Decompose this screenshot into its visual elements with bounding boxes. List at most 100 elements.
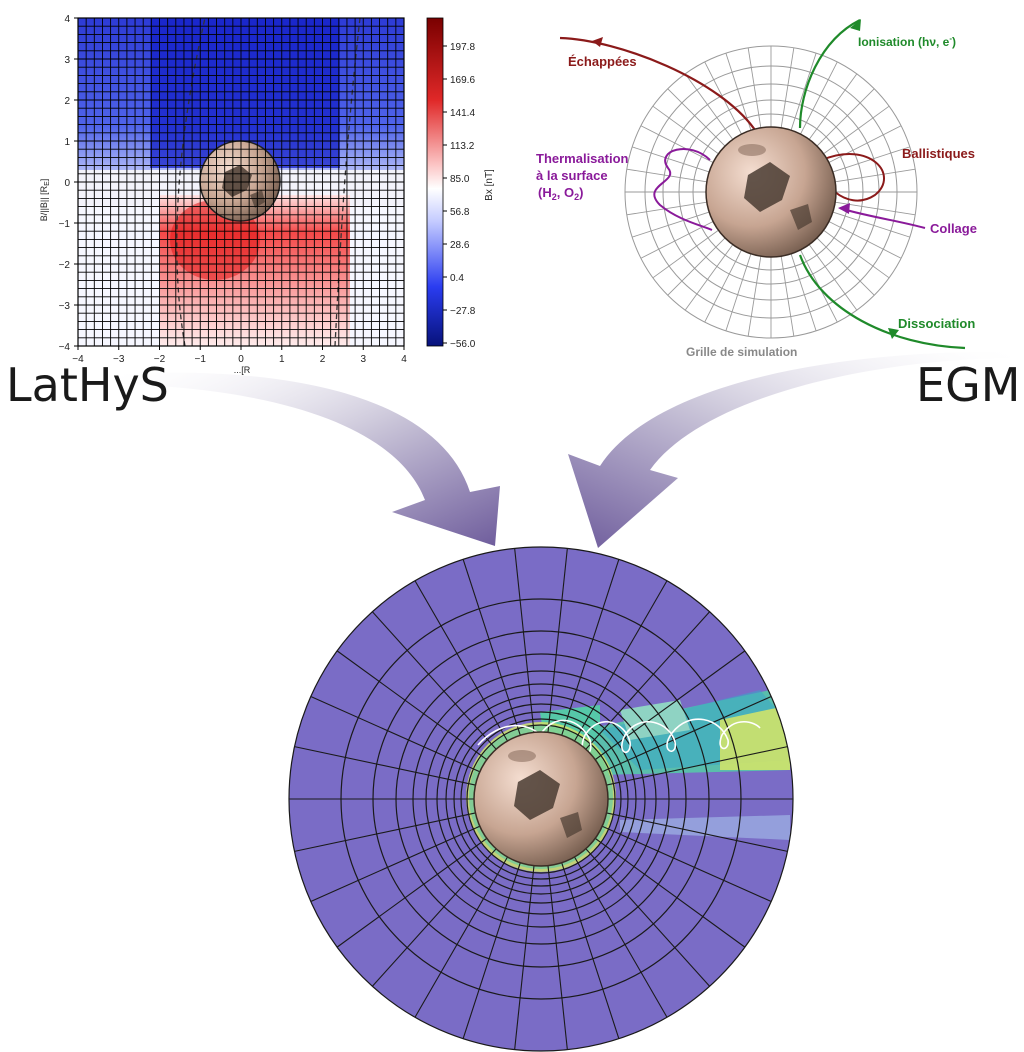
escape-trajectory [559, 36, 756, 131]
grid-spoke [640, 221, 714, 259]
grid-spoke [800, 61, 838, 135]
grid-spoke [626, 201, 707, 216]
thermalisation-species-label: (H2, O2) [538, 185, 583, 202]
grid-spoke [594, 650, 746, 761]
colorbar-tick-label: 169.6 [450, 75, 475, 86]
colorbar-tick-label: 197.8 [450, 42, 475, 53]
sticking-trajectory [839, 207, 926, 229]
grid-spoke [585, 611, 711, 750]
heatmap-grid-overlay [78, 18, 404, 346]
grid-spoke [684, 244, 734, 311]
grid-spoke [626, 168, 707, 183]
grid-spoke [310, 695, 481, 773]
grid-spoke [547, 865, 568, 1050]
ballistic-trajectory [821, 153, 886, 202]
lathys-label: LatHyS [6, 358, 169, 412]
colorbar-tick-label: −56.0 [450, 339, 476, 350]
colorbar-tick-label: 141.4 [450, 108, 475, 119]
grid-spoke [561, 862, 620, 1039]
colorbar-tick-label: 56.8 [450, 207, 470, 218]
grid-spoke [585, 848, 711, 987]
y-tick-label: 0 [64, 178, 70, 189]
grid-spoke [747, 47, 762, 128]
y-tick-label: −3 [59, 301, 71, 312]
dissociation-trajectory [798, 254, 966, 350]
ionisation-trajectory [798, 19, 861, 129]
y-tick-label: 3 [64, 55, 70, 66]
colorbar-tick-label: −27.8 [450, 306, 476, 317]
y-tick-label: 1 [64, 137, 70, 148]
x-tick-label: −4 [72, 354, 84, 365]
grid-spoke [640, 125, 714, 163]
x-tick-label: 0 [238, 354, 244, 365]
sticking-label: Collage [930, 221, 977, 236]
thermalisation-label: Thermalisation à la surface [536, 151, 632, 183]
grid-spoke [462, 862, 521, 1039]
y-tick-label: −1 [59, 219, 71, 230]
grid-spoke [371, 848, 497, 987]
combined-simulation-panel [288, 546, 794, 1052]
colorbar-label: Bx [nT] [484, 169, 495, 201]
grid-spoke [725, 53, 752, 131]
curved-arrow-icon [120, 372, 500, 546]
colorbar-tick-label: 28.6 [450, 240, 470, 251]
grid-spoke [832, 211, 910, 238]
grid-spoke [594, 837, 746, 948]
grid-spoke [808, 73, 858, 140]
grid-spoke [816, 88, 875, 147]
grid-spoke [601, 825, 772, 903]
colorbar-tick-label: 85.0 [450, 174, 470, 185]
grid-spoke [808, 244, 858, 311]
grid-spoke [606, 812, 788, 852]
grid-spoke [667, 88, 726, 147]
moon-icon [199, 140, 281, 222]
grid-spoke [462, 559, 521, 736]
x-tick-label: −3 [113, 354, 125, 365]
curved-arrow-icon [568, 351, 1010, 548]
grid-spoke [790, 53, 817, 131]
grid-spoke [574, 856, 668, 1018]
x-tick-label: 4 [401, 354, 407, 365]
ballistic-label: Ballistiques [902, 146, 975, 161]
grid-spoke [780, 47, 795, 128]
escape-label: Échappées [568, 54, 637, 69]
grid-spoke [823, 229, 890, 279]
grid-spoke [336, 650, 488, 761]
grid-spoke [310, 825, 481, 903]
grid-spoke [632, 211, 710, 238]
y-tick-label: −4 [59, 342, 71, 353]
grid-spoke [835, 168, 916, 183]
grid-spoke [828, 125, 902, 163]
grid-spoke [414, 856, 508, 1018]
grid-spoke [336, 837, 488, 948]
grid-spoke [632, 146, 710, 173]
grid-spoke [652, 229, 719, 279]
simulation-grid-label: Grille de simulation [686, 345, 797, 359]
grid-spoke [684, 73, 734, 140]
grid-spoke [652, 105, 719, 155]
grid-spoke [547, 548, 568, 733]
grid-spoke [601, 695, 772, 773]
x-tick-label: −1 [195, 354, 207, 365]
colorbar-tick-label: 0.4 [450, 273, 464, 284]
grid-spoke [780, 256, 795, 337]
y-tick-label: 2 [64, 96, 70, 107]
grid-spoke [725, 253, 752, 331]
grid-spoke [414, 580, 508, 742]
grid-spoke [704, 249, 742, 323]
x-tick-label: −2 [154, 354, 166, 365]
heatmap-x-axis-label: ...[R [234, 365, 251, 375]
grid-spoke [514, 548, 535, 733]
grid-spoke [828, 221, 902, 259]
grid-spoke [514, 865, 535, 1050]
moon-icon [705, 126, 837, 258]
thermalisation-trajectory [653, 147, 713, 231]
y-tick-label: −2 [59, 260, 71, 271]
grid-spoke [294, 812, 476, 852]
grid-spoke [667, 237, 726, 296]
egm-label: EGM [916, 358, 1021, 412]
colorbar-ticks: 197.8169.6141.4113.285.056.828.60.4−27.8… [443, 42, 476, 350]
dissociation-label: Dissociation [898, 316, 975, 331]
